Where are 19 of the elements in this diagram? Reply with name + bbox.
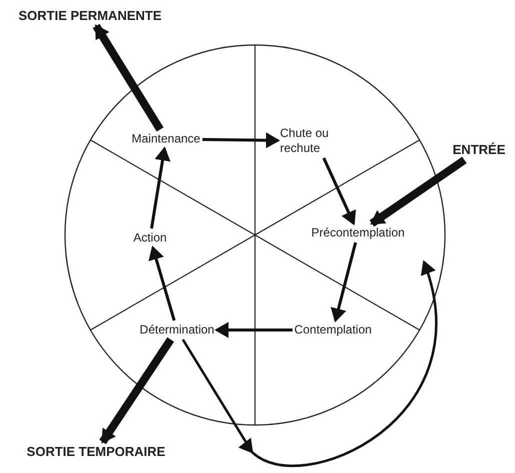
arrow bbox=[99, 337, 174, 444]
arrow bbox=[330, 242, 357, 322]
arrow bbox=[148, 246, 176, 321]
arrow bbox=[322, 157, 356, 226]
arrow bbox=[150, 146, 170, 229]
stage-label: Détermination bbox=[140, 322, 214, 338]
flow-label: ENTRÉE bbox=[452, 142, 506, 158]
arrow bbox=[182, 260, 438, 468]
stage-label: Maintenance bbox=[132, 132, 200, 146]
arrow bbox=[370, 156, 467, 227]
stage-label: Contemplation bbox=[294, 322, 372, 338]
flow-label: SORTIE PERMANENTE bbox=[18, 8, 162, 24]
stage-label: Précontemplation bbox=[311, 226, 405, 240]
stage-label: Action bbox=[133, 230, 167, 246]
flow-label: SORTIE TEMPORAIRE bbox=[26, 444, 166, 460]
arrow bbox=[214, 322, 292, 338]
stage-label: Chute ou rechute bbox=[280, 126, 352, 156]
arrow bbox=[202, 132, 280, 148]
arrow bbox=[92, 24, 164, 132]
